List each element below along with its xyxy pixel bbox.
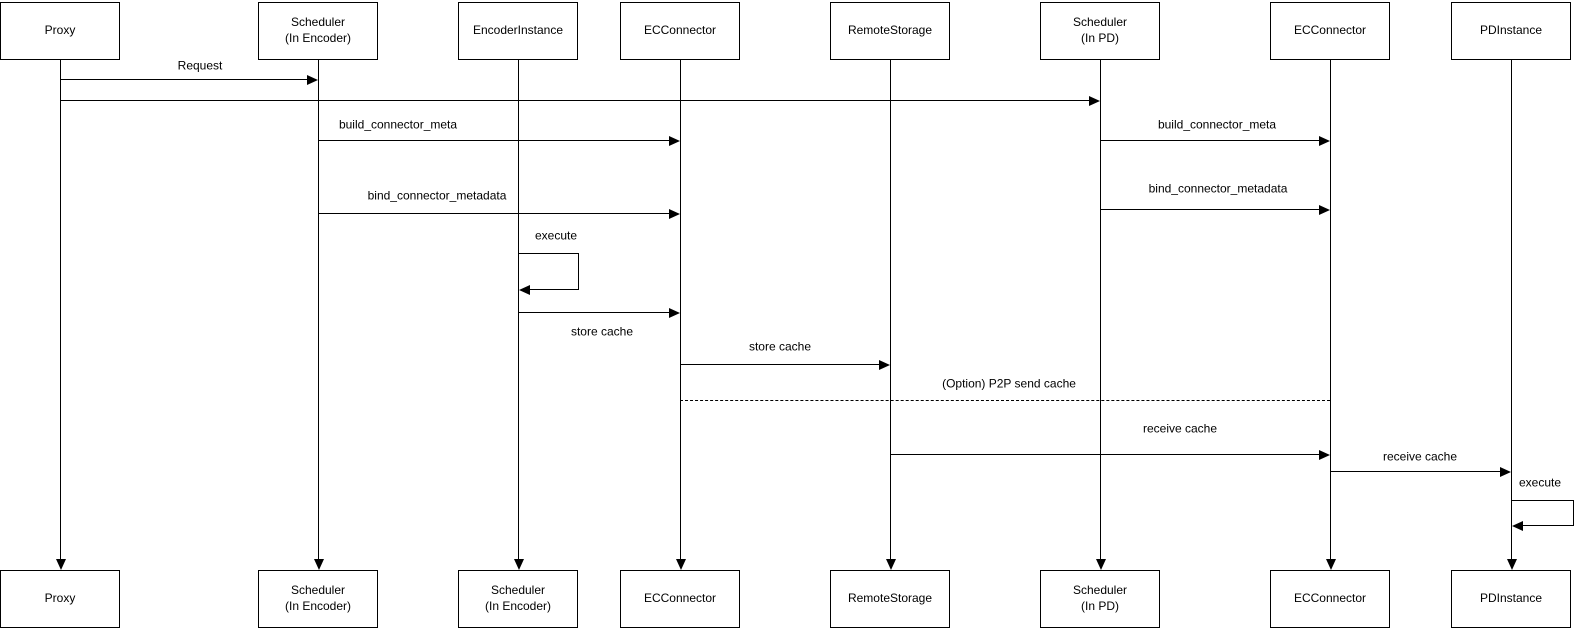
self-message-line-right [578,253,579,289]
message-line [318,213,671,214]
message-arrowhead-icon [1319,135,1330,146]
message-label: execute [1516,475,1564,491]
lifeline-pd-instance [1511,60,1512,560]
message-line [1330,471,1502,472]
message-arrowhead-icon [1512,520,1523,531]
lifeline-proxy [60,60,61,560]
lifeline-end-arrowhead-icon [885,559,896,570]
message-label: store cache [746,339,814,355]
participant-top-encoder-instance: EncoderInstance [458,2,578,60]
participant-top-scheduler-encoder: Scheduler (In Encoder) [258,2,378,60]
message-line [1100,209,1321,210]
message-label: receive cache [1140,421,1220,437]
lifeline-encoder-instance [518,60,519,560]
lifeline-end-arrowhead-icon [513,559,524,570]
message-arrowhead-icon [1089,95,1100,106]
participant-top-pd-instance: PDInstance [1451,2,1571,60]
participant-bottom-remote-storage: RemoteStorage [830,570,950,628]
message-arrowhead-icon [1319,204,1330,215]
message-label: execute [532,228,580,244]
participant-top-remote-storage: RemoteStorage [830,2,950,60]
lifeline-end-arrowhead-icon [1095,559,1106,570]
message-label: (Option) P2P send cache [940,376,1078,392]
message-label: build_connector_meta [336,117,460,133]
participant-top-proxy: Proxy [0,2,120,60]
lifeline-ec-connector-b [1330,60,1331,560]
lifeline-end-arrowhead-icon [675,559,686,570]
message-arrowhead-icon [307,74,318,85]
participant-bottom-ec-connector-a: ECConnector [620,570,740,628]
message-line [60,100,1091,101]
self-message-line-bottom [1522,525,1574,526]
lifeline-scheduler-pd [1100,60,1101,560]
message-line [1100,140,1321,141]
message-arrowhead-icon [519,284,530,295]
message-line [890,454,1321,455]
self-message-line-right [1573,500,1574,525]
message-line [60,79,309,80]
message-label: bind_connector_metadata [365,188,509,204]
message-label: bind_connector_metadata [1146,181,1290,197]
lifeline-scheduler-encoder [318,60,319,560]
participant-top-ec-connector-b: ECConnector [1270,2,1390,60]
message-arrowhead-icon [879,359,890,370]
message-line [318,140,671,141]
participant-bottom-encoder-instance: Scheduler (In Encoder) [458,570,578,628]
participant-bottom-scheduler-encoder: Scheduler (In Encoder) [258,570,378,628]
lifeline-end-arrowhead-icon [1325,559,1336,570]
participant-top-scheduler-pd: Scheduler (In PD) [1040,2,1160,60]
self-message-line-top [1511,500,1573,501]
message-line [680,364,881,365]
message-arrowhead-icon [669,307,680,318]
lifeline-end-arrowhead-icon [1506,559,1517,570]
participant-top-ec-connector-a: ECConnector [620,2,740,60]
participant-bottom-pd-instance: PDInstance [1451,570,1571,628]
message-line [680,400,1330,401]
message-label: store cache [568,324,636,340]
self-message-line-bottom [529,289,579,290]
message-line [518,312,671,313]
participant-bottom-proxy: Proxy [0,570,120,628]
message-arrowhead-icon [1319,449,1330,460]
message-label: Request [175,58,225,74]
participant-bottom-ec-connector-b: ECConnector [1270,570,1390,628]
lifeline-ec-connector-a [680,60,681,560]
message-arrowhead-icon [669,135,680,146]
lifeline-end-arrowhead-icon [313,559,324,570]
message-arrowhead-icon [1500,466,1511,477]
lifeline-remote-storage [890,60,891,560]
message-arrowhead-icon [669,208,680,219]
participant-bottom-scheduler-pd: Scheduler (In PD) [1040,570,1160,628]
message-label: receive cache [1380,449,1460,465]
self-message-line-top [518,253,578,254]
message-label: build_connector_meta [1155,117,1279,133]
lifeline-end-arrowhead-icon [55,559,66,570]
